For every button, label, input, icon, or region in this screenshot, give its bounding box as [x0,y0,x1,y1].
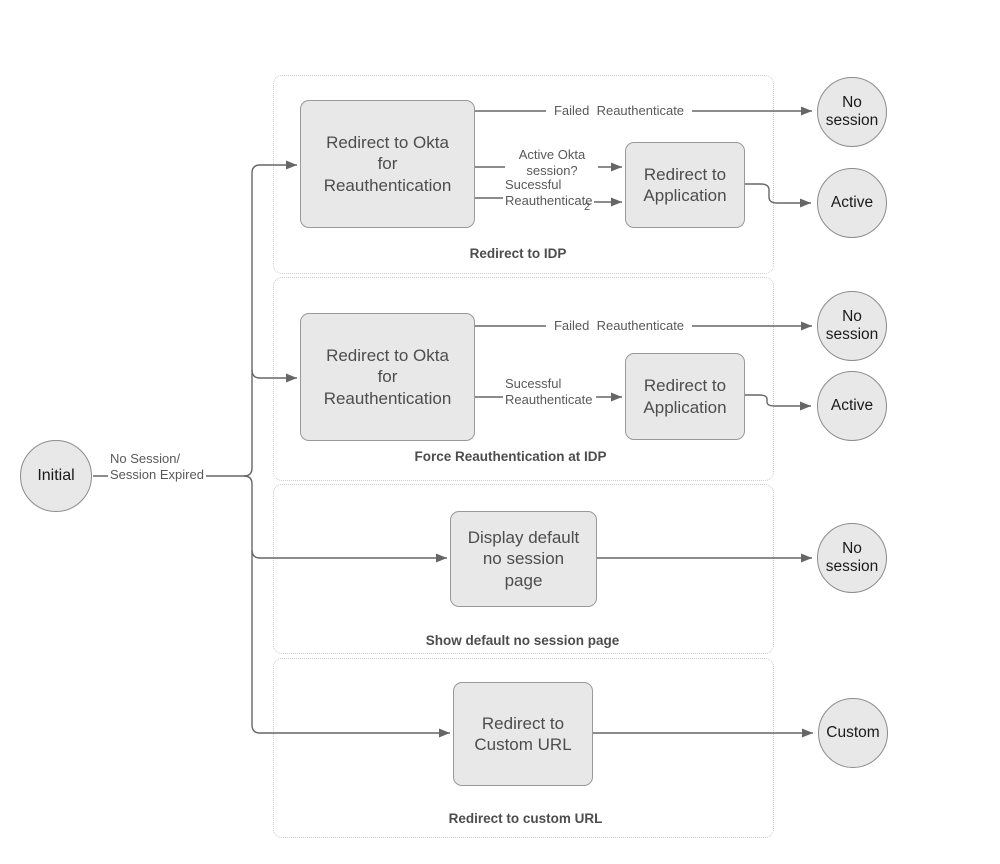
node-s4-redirect-custom-url: Redirect to Custom URL [453,682,593,786]
group-title-force-reauthentication-at-idp: Force Reauthentication at IDP [414,449,607,464]
node-s4-custom: Custom [818,698,888,768]
edge-s2-app-to-active [745,394,811,411]
edge-initial-to-s2-okta [251,369,297,383]
group-force-reauthentication-at-idp [273,277,774,481]
node-label: Initial [37,466,75,484]
node-s1-redirect-okta: Redirect to Okta for Reauthentication [300,100,475,228]
edge-s1-app-to-active [745,183,811,208]
node-s2-redirect-application: Redirect to Application [625,353,745,440]
node-label: Active [830,194,874,212]
group-title-show-default-no-session-page: Show default no session page [425,633,620,648]
group-redirect-to-custom-url [273,658,774,838]
node-s3-no-session: No session [817,523,887,593]
node-s2-no-session: No session [817,291,887,361]
edge-initial-to-s1-okta [93,160,297,477]
node-label: No session [825,308,879,343]
edge-initial-to-s4-redirect [243,475,450,738]
node-s1-active: Active [817,168,887,238]
node-label: Redirect to Custom URL [474,713,572,754]
node-s1-no-session: No session [817,77,887,147]
node-s1-redirect-application: Redirect to Application [625,142,745,228]
group-show-default-no-session-page [273,484,774,654]
group-title-redirect-to-idp: Redirect to IDP [469,246,567,261]
node-label: Redirect to Application [643,164,727,205]
node-s2-redirect-okta: Redirect to Okta for Reauthentication [300,313,475,441]
edge-label-s1-active-okta-session: Active Okta session? [506,147,598,179]
node-label: Redirect to Okta for Reauthentication [323,346,452,408]
node-label: Custom [826,724,880,742]
edge-label-s2-failed-reauthenticate: Failed Reauthenticate [546,318,692,334]
node-label: Redirect to Application [643,376,727,417]
edge-initial-to-s3-display [251,549,447,563]
group-title-redirect-to-custom-url: Redirect to custom URL [448,811,603,826]
node-label: No session [825,94,879,129]
node-label: No session [825,540,879,575]
node-s2-active: Active [817,371,887,441]
node-label: Display default no session page [467,528,580,590]
edge-label-s2-successful-reauthenticate: Sucessful Reauthenticate [503,376,595,408]
edge-label-no-session-expired: No Session/ Session Expired [108,451,206,483]
node-s3-display-default: Display default no session page [450,511,597,607]
node-initial: Initial [20,440,92,512]
edge-label-s1-subscript-2: 2 [584,201,591,213]
group-redirect-to-idp [273,75,774,274]
node-label: Redirect to Okta for Reauthentication [323,133,452,195]
node-label: Active [830,397,874,415]
edge-label-s1-failed-reauthenticate: Failed Reauthenticate [546,103,692,119]
edge-label-s1-successful-reauthenticate: Sucessful Reauthenticate [503,177,595,209]
